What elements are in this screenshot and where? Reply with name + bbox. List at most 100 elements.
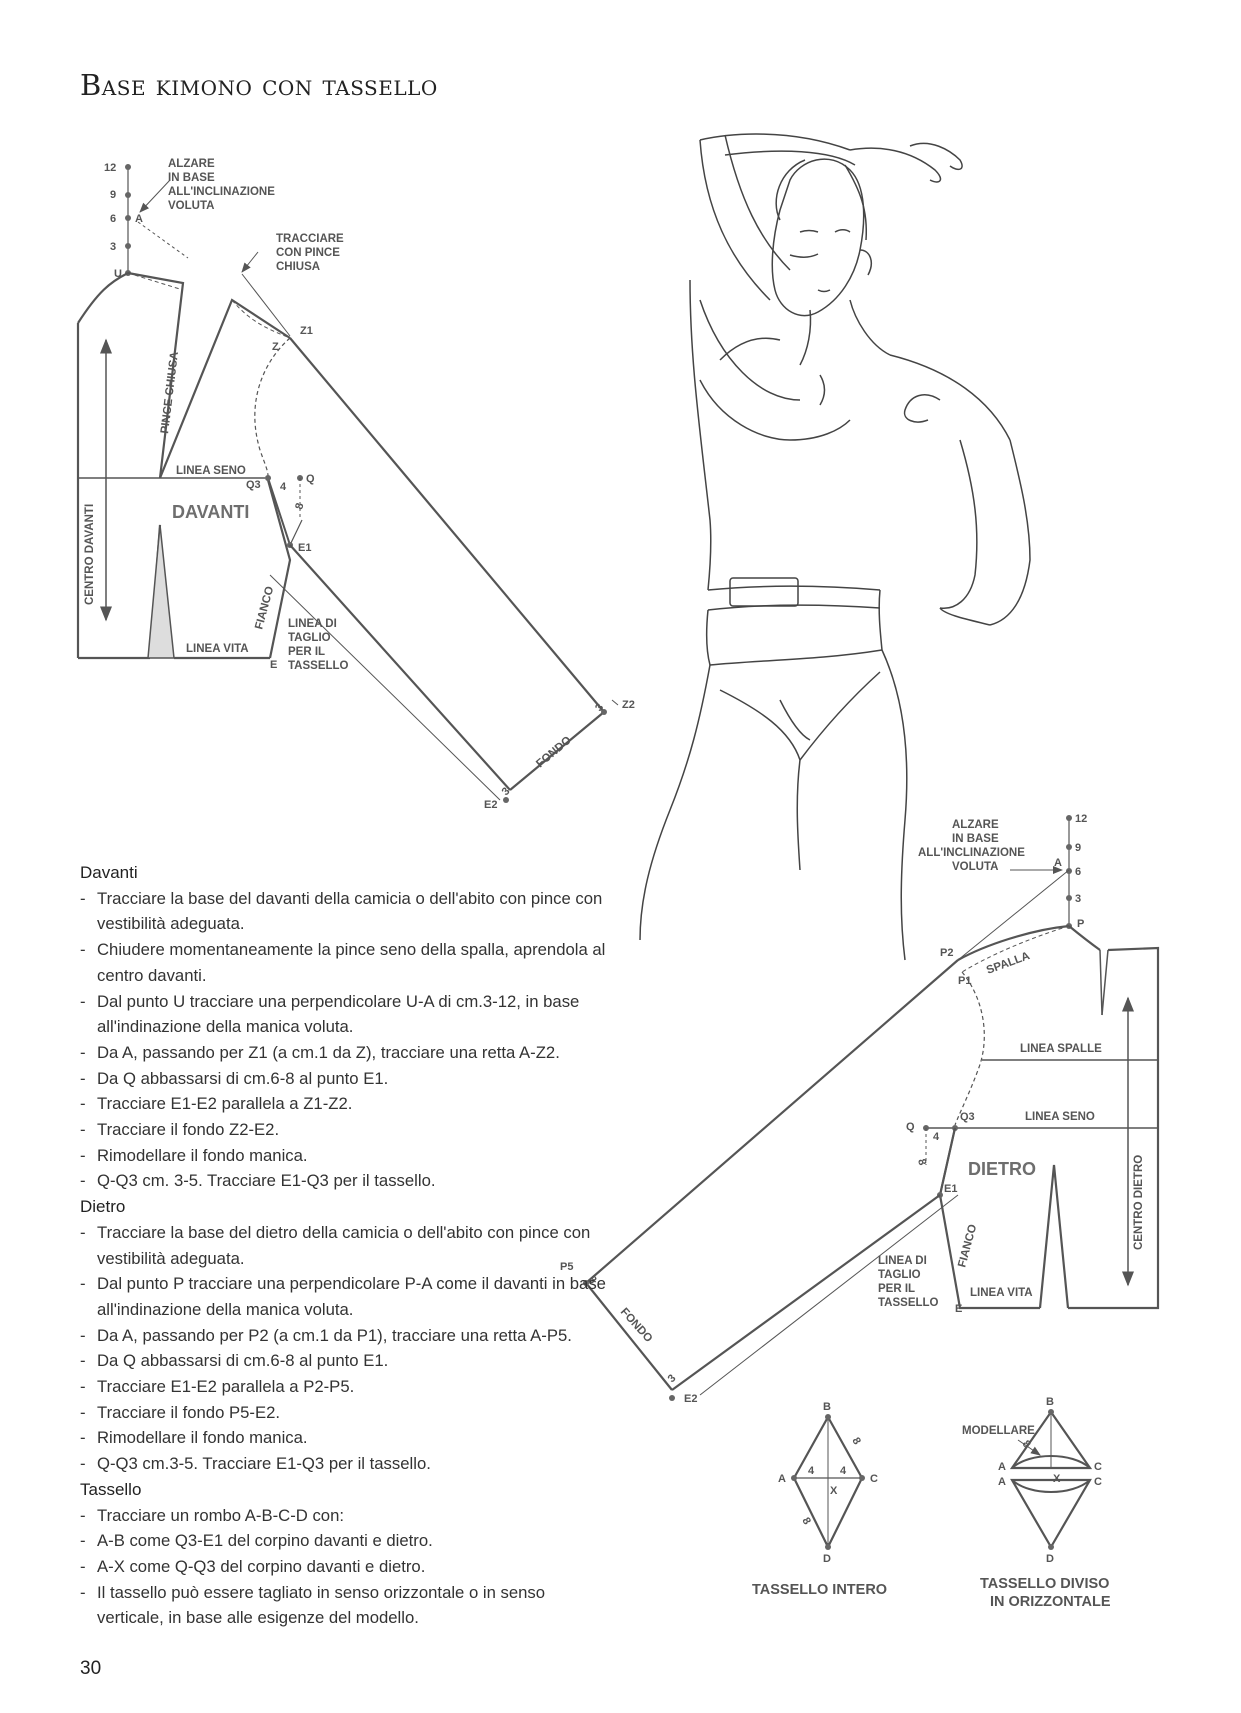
back-pattern-diagram — [583, 815, 1160, 1401]
front-note-raise-4: VOLUTA — [168, 200, 214, 212]
gusset-whole-a: A — [778, 1473, 786, 1485]
gusset-split-a1: A — [998, 1461, 1006, 1473]
gusset-whole-labels: B A C D X 4 4 8 8 TASSELLO INTERO — [752, 1401, 887, 1598]
gusset-whole-d: D — [823, 1553, 831, 1565]
front-step: Da A, passando per Z1 (a cm.1 da Z), tra… — [80, 1040, 615, 1066]
back-dietro-label: DIETRO — [968, 1159, 1036, 1179]
gusset-whole-8b: 8 — [799, 1516, 812, 1527]
front-centro-davanti-label: CENTRO DAVANTI — [84, 504, 96, 605]
gusset-split-c1: C — [1094, 1461, 1102, 1473]
back-cut-line-1: LINEA DI — [878, 1255, 927, 1267]
page-number: 30 — [80, 1658, 102, 1679]
front-note-dart-1: TRACCIARE — [276, 233, 344, 245]
back-note-raise-4: VOLUTA — [952, 861, 998, 873]
back-linea-seno-label: LINEA SENO — [1025, 1111, 1095, 1123]
front-point-e1: E1 — [298, 542, 311, 554]
back-point-p: P — [1077, 918, 1084, 930]
gusset-whole-diagram — [791, 1414, 865, 1550]
gusset-split-b: B — [1046, 1396, 1054, 1408]
back-scale-9: 9 — [1075, 842, 1081, 854]
front-point-q: Q — [306, 473, 315, 485]
front-point-z1: Z1 — [300, 325, 313, 337]
instructions-block: Davanti Tracciare la base del davanti de… — [80, 860, 615, 1631]
front-num-8: 8 — [293, 502, 306, 511]
front-point-u: U — [114, 268, 122, 280]
back-fondo-label: FONDO — [618, 1306, 655, 1345]
back-step: Rimodellare il fondo manica. — [80, 1425, 615, 1451]
gusset-whole-x: X — [830, 1485, 838, 1497]
front-step: Q-Q3 cm. 3-5. Tracciare E1-Q3 per il tas… — [80, 1168, 615, 1194]
front-point-q3: Q3 — [246, 479, 261, 491]
front-cut-line-3: PER IL — [288, 646, 325, 658]
back-note-raise-1: ALZARE — [952, 819, 999, 831]
gusset-split-a2: A — [998, 1476, 1006, 1488]
front-heading: Davanti — [80, 863, 138, 882]
front-num-4: 4 — [280, 481, 287, 493]
back-scale-12: 12 — [1075, 813, 1087, 825]
front-linea-seno-label: LINEA SENO — [176, 465, 246, 477]
back-point-q: Q — [906, 1121, 915, 1133]
back-point-q3: Q3 — [960, 1111, 975, 1123]
front-note-raise-3: ALL'INCLINAZIONE — [168, 186, 275, 198]
back-linea-spalle-label: LINEA SPALLE — [1020, 1043, 1102, 1055]
front-scale-9: 9 — [110, 189, 116, 201]
front-fondo-label: FONDO — [534, 734, 574, 770]
back-scale-6: 6 — [1075, 866, 1081, 878]
back-step: Tracciare E1-E2 parallela a P2-P5. — [80, 1374, 615, 1400]
front-point-a: A — [135, 213, 143, 225]
gusset-steps-list: Tracciare un rombo A-B-C-D con: A-B come… — [80, 1503, 615, 1632]
gusset-split-diagram — [1009, 1409, 1093, 1550]
back-note-raise-2: IN BASE — [952, 833, 999, 845]
front-point-z: Z — [272, 341, 279, 353]
front-scale-6: 6 — [110, 213, 116, 225]
front-step: Dal punto U tracciare una perpendicolare… — [80, 989, 615, 1040]
gusset-whole-c: C — [870, 1473, 878, 1485]
back-step: Q-Q3 cm.3-5. Tracciare E1-Q3 per il tass… — [80, 1451, 615, 1477]
front-note-raise-1: ALZARE — [168, 158, 215, 170]
back-step: Tracciare il fondo P5-E2. — [80, 1400, 615, 1426]
front-note-raise-2: IN BASE — [168, 172, 215, 184]
front-linea-vita-label: LINEA VITA — [186, 643, 249, 655]
front-point-z2: Z2 — [622, 699, 635, 711]
page-title: Base kimono con tassello — [80, 68, 438, 102]
back-step: Da A, passando per P2 (a cm.1 da P1), tr… — [80, 1323, 615, 1349]
front-cut-line-4: TASSELLO — [288, 660, 349, 672]
front-fianco-label: FIANCO — [253, 585, 276, 631]
back-heading: Dietro — [80, 1197, 126, 1217]
gusset-step: A-B come Q3-E1 del corpino davanti e die… — [80, 1528, 615, 1554]
front-scale-12: 12 — [104, 162, 116, 174]
gusset-split-labels: B MODELLARE 8 A A C C X D TASSELLO DIVIS… — [962, 1396, 1111, 1610]
fashion-figure-illustration — [639, 133, 1031, 961]
front-point-e2: E2 — [484, 799, 497, 811]
back-point-p2: P2 — [940, 947, 953, 959]
gusset-split-x: X — [1053, 1473, 1061, 1485]
back-cut-line-2: TAGLIO — [878, 1269, 921, 1281]
front-step: Rimodellare il fondo manica. — [80, 1143, 615, 1169]
gusset-step: Il tassello può essere tagliato in senso… — [80, 1580, 615, 1631]
back-steps-list: Tracciare la base del dietro della camic… — [80, 1220, 615, 1477]
back-step: Dal punto P tracciare una perpendicolare… — [80, 1271, 615, 1322]
back-num-4: 4 — [933, 1131, 940, 1143]
gusset-whole-b: B — [823, 1401, 831, 1413]
back-cut-line-3: PER IL — [878, 1283, 915, 1295]
back-point-e2: E2 — [684, 1393, 697, 1405]
back-point-e1: E1 — [944, 1183, 957, 1195]
front-pattern-diagram — [76, 164, 619, 803]
gusset-split-modellare: MODELLARE — [962, 1425, 1035, 1437]
front-point-e: E — [270, 659, 277, 671]
gusset-step: A-X come Q-Q3 del corpino davanti e diet… — [80, 1554, 615, 1580]
front-step: Da Q abbassarsi di cm.6-8 al punto E1. — [80, 1066, 615, 1092]
gusset-heading: Tassello — [80, 1479, 142, 1499]
back-point-a: A — [1054, 857, 1062, 869]
back-step: Tracciare la base del dietro della camic… — [80, 1220, 615, 1271]
back-pattern-labels: 12 9 A 6 3 P ALZARE IN BASE ALL'INCLINAZ… — [560, 813, 1145, 1405]
gusset-split-c2: C — [1094, 1476, 1102, 1488]
gusset-whole-caption: TASSELLO INTERO — [752, 1582, 887, 1598]
front-scale-3: 3 — [110, 241, 116, 253]
front-steps-list: Tracciare la base del davanti della cami… — [80, 886, 615, 1194]
front-pattern-labels: 12 9 6 A 3 U ALZARE IN BASE ALL'INCLINAZ… — [84, 158, 635, 811]
front-step: Tracciare il fondo Z2-E2. — [80, 1117, 615, 1143]
gusset-step: Tracciare un rombo A-B-C-D con: — [80, 1503, 615, 1529]
front-davanti-label: DAVANTI — [172, 502, 249, 522]
front-note-dart-2: CON PINCE — [276, 247, 340, 259]
